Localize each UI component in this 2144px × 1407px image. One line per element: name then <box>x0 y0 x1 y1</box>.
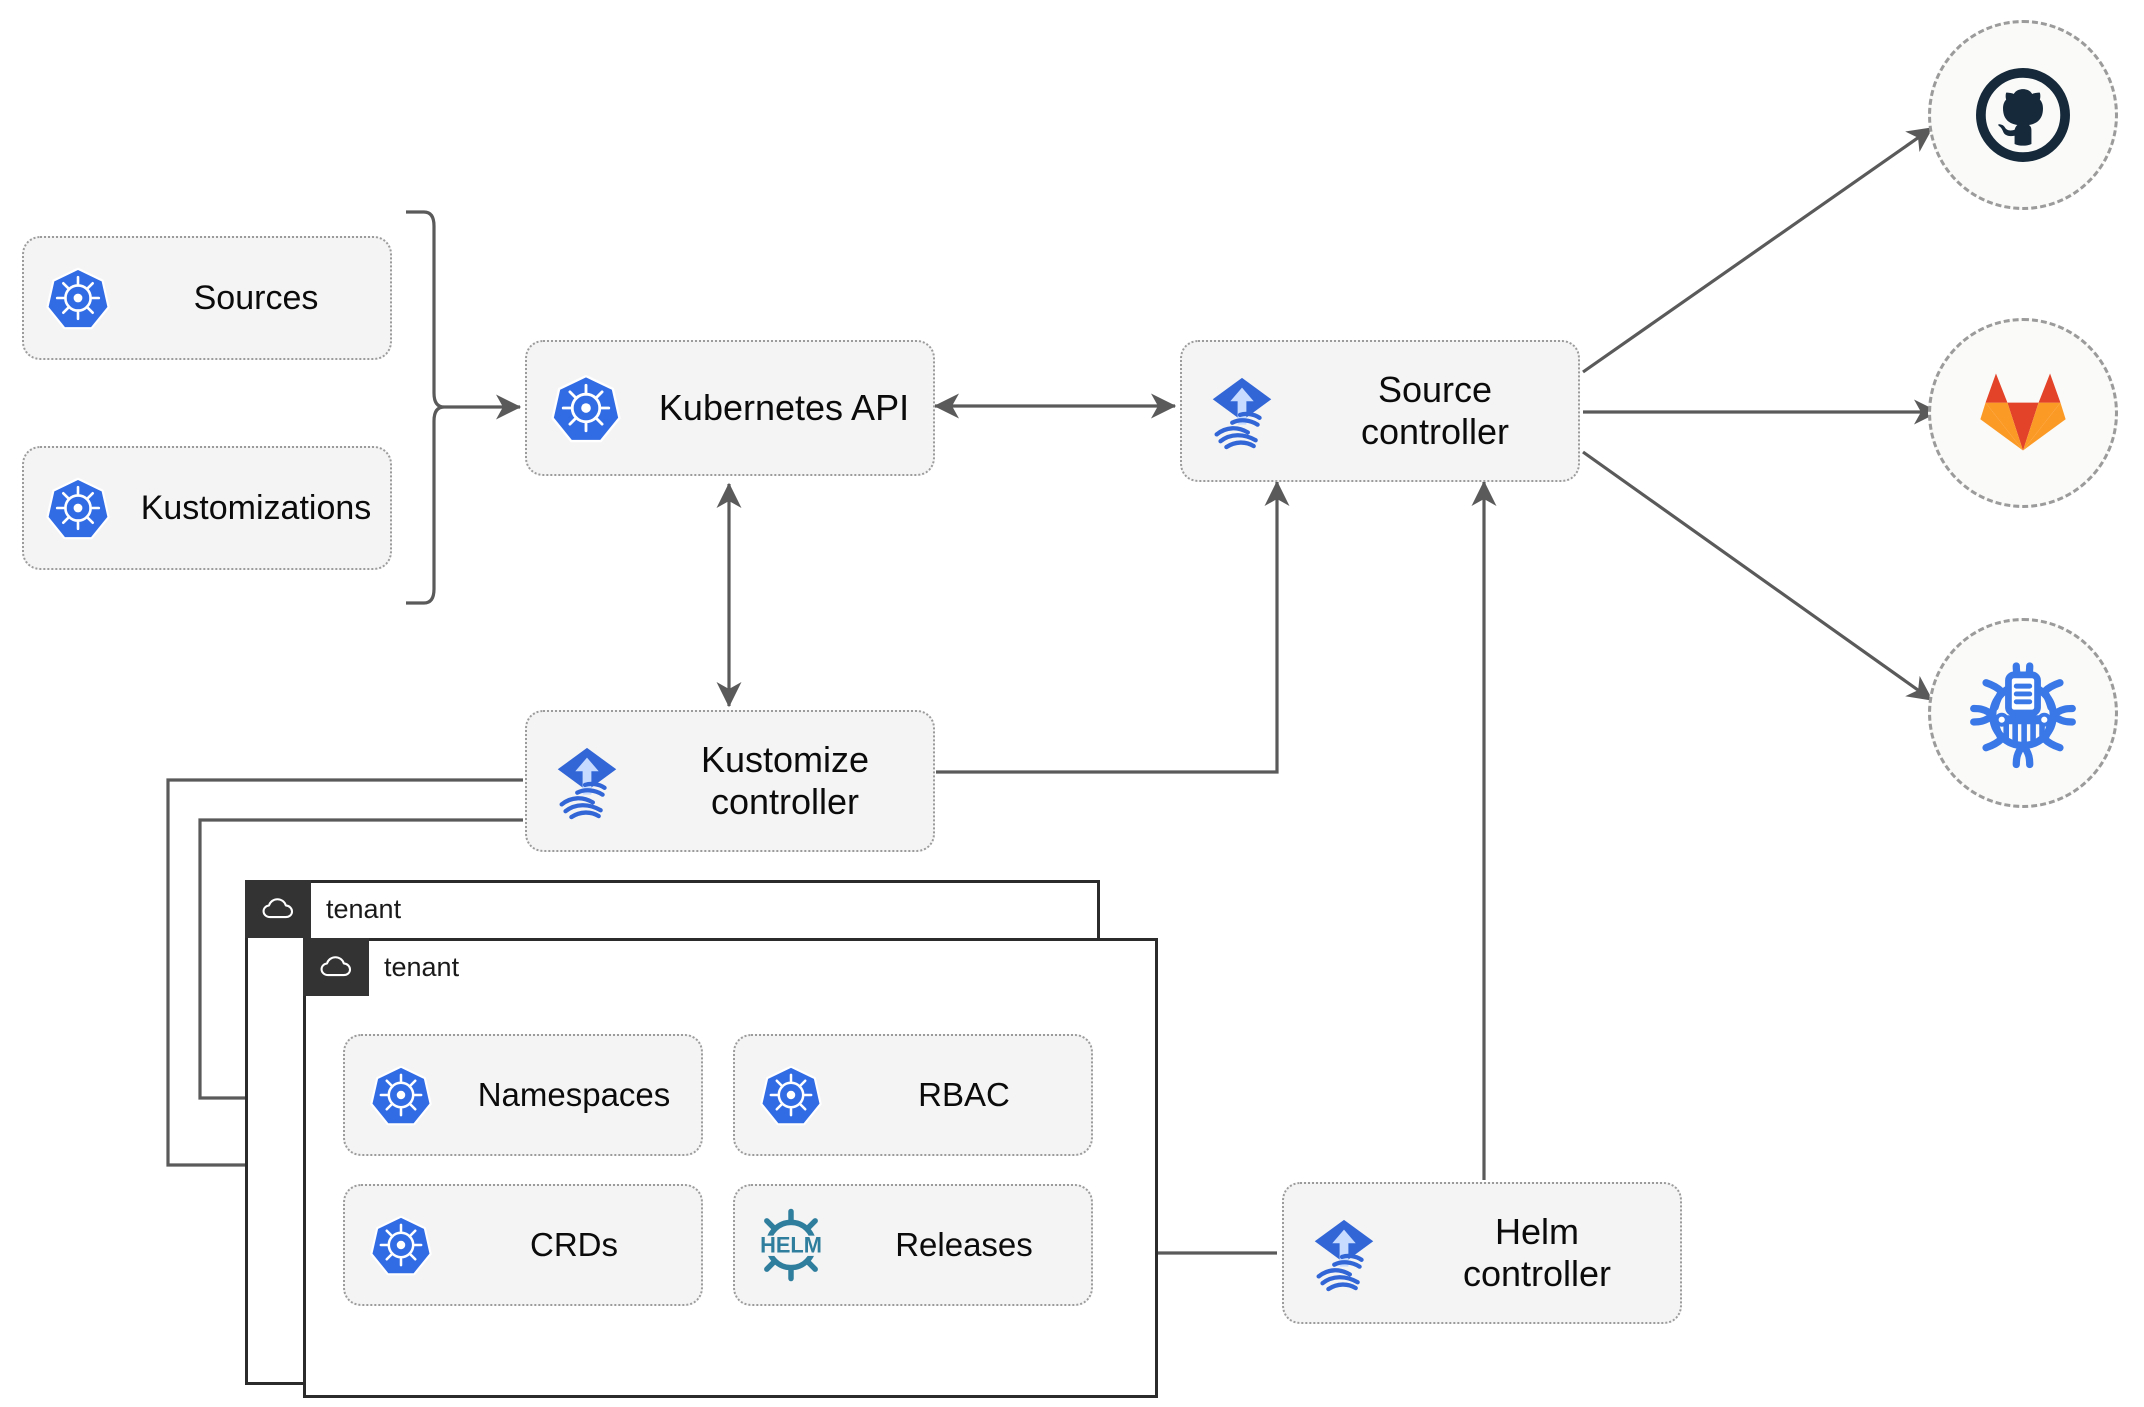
node-kustomize-controller[interactable]: Kustomize controller <box>525 710 935 852</box>
kubernetes-icon <box>24 476 132 540</box>
node-helm-controller-label: Helm controller <box>1462 1210 1612 1294</box>
node-rbac-label: RBAC <box>918 1075 1010 1113</box>
tenant-back-tab <box>245 880 311 938</box>
service-gitlab[interactable] <box>1928 318 2118 508</box>
node-sources[interactable]: Sources <box>22 236 392 360</box>
flux-icon <box>527 742 647 820</box>
node-sources-label: Sources <box>193 278 319 317</box>
node-releases[interactable]: HELM Releases <box>733 1184 1093 1306</box>
github-icon <box>1976 68 2070 162</box>
cloud-icon <box>320 956 352 977</box>
node-kubernetes-api-label: Kubernetes API <box>658 386 910 428</box>
cloud-icon <box>262 898 294 919</box>
edge-source-to-github <box>1582 126 1933 374</box>
kubernetes-icon <box>24 266 132 330</box>
kubernetes-icon <box>735 1064 847 1126</box>
node-namespaces-label: Namespaces <box>477 1075 671 1113</box>
gitlab-icon <box>1980 373 2066 451</box>
service-helm-repository[interactable] <box>1928 618 2118 808</box>
flux-icon <box>1182 372 1302 450</box>
tenant-back-label: tenant <box>326 893 402 924</box>
node-source-controller[interactable]: Source controller <box>1180 340 1580 482</box>
node-crds-label: CRDs <box>530 1225 618 1263</box>
node-releases-label: Releases <box>895 1225 1033 1263</box>
resources-bracket <box>406 210 445 605</box>
helm-wordmark: HELM <box>760 1232 822 1257</box>
kubernetes-icon <box>345 1064 457 1126</box>
node-kubernetes-api[interactable]: Kubernetes API <box>525 340 935 476</box>
edge-source-to-helm <box>1582 450 1933 702</box>
helm-wheel-icon: HELM <box>735 1206 847 1284</box>
node-kustomize-controller-label: Kustomize controller <box>700 738 870 822</box>
node-kustomizations-label: Kustomizations <box>140 488 372 527</box>
helm-repo-icon <box>1970 662 2076 769</box>
node-source-controller-label: Source controller <box>1360 368 1510 452</box>
kubernetes-icon <box>345 1214 457 1276</box>
edge-kustomize-to-source <box>936 480 1290 774</box>
tenant-front-tab <box>303 938 369 996</box>
node-namespaces[interactable]: Namespaces <box>343 1034 703 1156</box>
node-rbac[interactable]: RBAC <box>733 1034 1093 1156</box>
flux-icon <box>1284 1214 1404 1292</box>
service-github[interactable] <box>1928 20 2118 210</box>
tenant-front-label: tenant <box>384 951 460 982</box>
node-kustomizations[interactable]: Kustomizations <box>22 446 392 570</box>
node-helm-controller[interactable]: Helm controller <box>1282 1182 1682 1324</box>
tenant-front: tenant <box>303 938 1158 1398</box>
kubernetes-icon <box>527 373 645 443</box>
node-crds[interactable]: CRDs <box>343 1184 703 1306</box>
